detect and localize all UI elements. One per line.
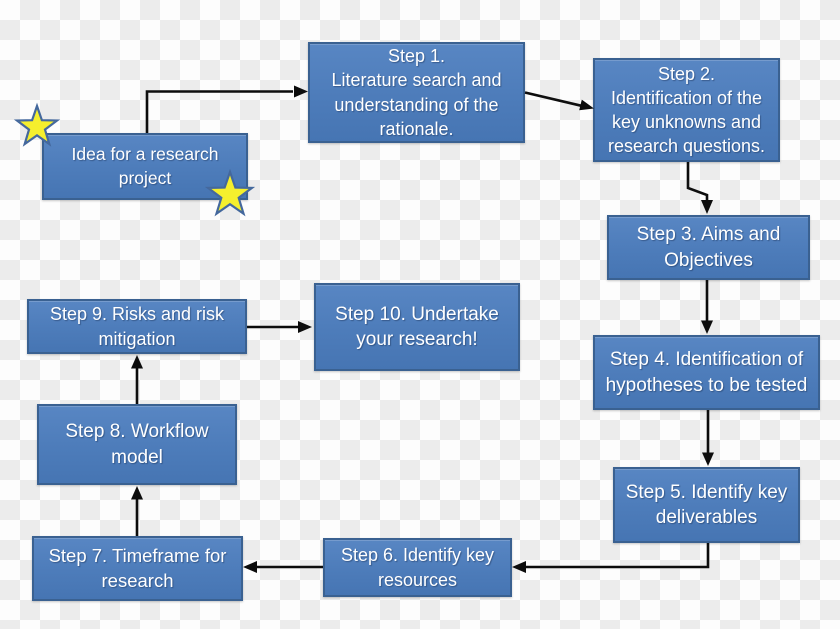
- label-line: key unknowns and: [611, 112, 762, 132]
- label-line: research questions.: [607, 136, 766, 157]
- arrowhead-down-icon: [701, 200, 713, 214]
- flow-node-step4: Step 4. Identification of hypotheses to …: [593, 335, 820, 410]
- label-line: model: [111, 446, 163, 468]
- label-line: understanding of the: [334, 94, 499, 115]
- label-line: Step 6. Identify key: [340, 545, 495, 566]
- flow-node-step4-label: Step 4. Identification of hypotheses to …: [595, 347, 818, 398]
- flow-node-step7: Step 7. Timeframe for research: [32, 536, 243, 601]
- arrowhead-down-icon: [702, 452, 714, 466]
- flow-node-step5: Step 5. Identify key deliverables: [613, 467, 800, 543]
- label-line: project: [118, 167, 172, 188]
- label-line: Step 1.: [387, 46, 446, 67]
- flow-node-step6-label: Step 6. Identify key resources: [325, 543, 510, 591]
- flow-node-step8: Step 8. Workflow model: [37, 404, 237, 485]
- flow-node-step8-label: Step 8. Workflow model: [39, 419, 235, 470]
- label-line: Literature search and: [331, 70, 502, 91]
- flow-node-step10-label: Step 10. Undertake your research!: [316, 302, 518, 353]
- label-line: Step 2.: [657, 63, 716, 84]
- flow-node-idea: Idea for a research project: [42, 133, 248, 200]
- label-line: rationale.: [379, 118, 454, 139]
- arrowhead-right-icon: [579, 99, 594, 111]
- label-line: your research!: [356, 329, 478, 350]
- label-line: Step 7. Timeframe for: [48, 544, 227, 566]
- label-line: hypotheses to be tested: [605, 374, 808, 396]
- label-line: mitigation: [98, 328, 176, 349]
- arrowhead-left-icon: [512, 561, 526, 573]
- label-line: resources: [377, 569, 458, 590]
- label-line: deliverables: [655, 507, 758, 528]
- arrowhead-up-icon: [131, 355, 143, 369]
- label-line: Idea for a research: [71, 144, 219, 165]
- flow-node-step2-label: Step 2. Identification of the key unknow…: [595, 62, 778, 158]
- flow-node-step1: Step 1. Literature search and understand…: [308, 42, 525, 143]
- flow-node-step1-label: Step 1. Literature search and understand…: [310, 44, 523, 140]
- arrowhead-down-icon: [701, 320, 713, 334]
- flow-node-step6: Step 6. Identify key resources: [323, 538, 512, 597]
- label-line: Step 10. Undertake: [335, 303, 499, 325]
- label-line: Step 3. Aims and: [636, 224, 781, 246]
- label-line: Step 8. Workflow: [65, 421, 209, 443]
- label-line: Identification of the: [610, 87, 763, 108]
- arrowhead-up-icon: [131, 486, 143, 500]
- flow-node-step7-label: Step 7. Timeframe for research: [34, 544, 241, 594]
- flow-node-step10: Step 10. Undertake your research!: [314, 283, 520, 371]
- flow-node-step3-label: Step 3. Aims and Objectives: [609, 222, 808, 273]
- arrow-step2-to-step3: [686, 162, 709, 201]
- label-line: research: [101, 569, 174, 591]
- flow-node-idea-label: Idea for a research project: [44, 143, 246, 190]
- label-line: Step 5. Identify key: [625, 481, 788, 503]
- label-line: Step 9. Risks and risk: [49, 304, 225, 325]
- arrowhead-right-icon: [298, 321, 312, 333]
- label-line: Objectives: [664, 249, 753, 271]
- label-line: Step 4. Identification of: [609, 349, 804, 371]
- arrow-step5-to-step6: [526, 543, 710, 569]
- flow-node-step5-label: Step 5. Identify key deliverables: [615, 480, 798, 531]
- flow-node-step2: Step 2. Identification of the key unknow…: [593, 58, 780, 162]
- flow-node-step9: Step 9. Risks and risk mitigation: [27, 299, 247, 354]
- arrowhead-right-icon: [294, 85, 308, 98]
- arrow-step1-to-step2: [524, 91, 582, 107]
- flow-node-step9-label: Step 9. Risks and risk mitigation: [29, 302, 245, 350]
- arrowhead-left-icon: [243, 561, 257, 573]
- flow-node-step3: Step 3. Aims and Objectives: [607, 215, 810, 280]
- arrow-idea-to-step1: [145, 90, 293, 133]
